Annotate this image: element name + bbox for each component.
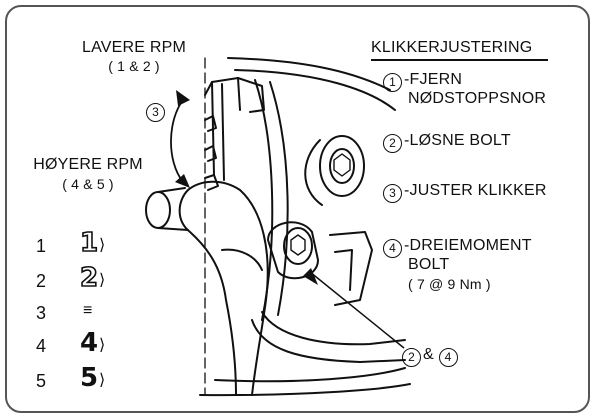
callout-separator: &: [423, 346, 434, 363]
position-number-2: 2: [36, 271, 47, 291]
title-underline: [371, 59, 548, 61]
adjust-reference-number: 3: [146, 103, 165, 122]
position-number-3: 3: [36, 303, 47, 323]
position-symbol-5: 5: [80, 363, 99, 393]
position-number-5: 5: [36, 371, 47, 391]
lower-rpm-settings: ( 1 & 2 ): [108, 58, 160, 74]
step-4-line1: -DREIEMOMENT: [404, 237, 532, 254]
step-1-line2: NØDSTOPPSNOR: [408, 90, 547, 107]
step-4-line3: ( 7 @ 9 Nm ): [408, 276, 491, 292]
step-4-number: 4: [383, 239, 402, 258]
callout-number-a: 2: [402, 348, 421, 367]
step-1: 1-FJERN: [383, 71, 462, 92]
position-symbol-3: ≡: [83, 302, 93, 319]
higher-rpm-settings: ( 4 & 5 ): [62, 176, 114, 192]
position-symbol-1: 1: [79, 227, 99, 259]
instructions-title: KLIKKERJUSTERING: [371, 39, 533, 56]
higher-rpm-label: HØYERE RPM: [33, 156, 143, 173]
callout-bolt: 2& 4: [402, 346, 460, 367]
step-2: 2-LØSNE BOLT: [383, 132, 511, 153]
callout-number-b: 4: [438, 348, 458, 367]
lower-rpm-label: LAVERE RPM: [82, 39, 186, 56]
position-number-1: 1: [36, 236, 47, 256]
step-1-number: 1: [383, 73, 402, 92]
adjust-reference: 3: [146, 101, 167, 122]
step-2-number: 2: [383, 134, 402, 153]
step-3: 3-JUSTER KLIKKER: [383, 182, 547, 203]
arrow-icon-1: ⟩: [99, 237, 106, 254]
position-symbol-4: 4: [80, 328, 99, 358]
arrow-icon-4: ⟩: [99, 337, 106, 354]
diagram-frame: [5, 5, 590, 413]
step-1-line1: -FJERN: [404, 71, 463, 88]
step-2-line1: -LØSNE BOLT: [404, 132, 511, 149]
step-3-number: 3: [383, 184, 402, 203]
position-number-4: 4: [36, 336, 47, 356]
arrow-icon-5: ⟩: [99, 372, 106, 389]
step-4: 4-DREIEMOMENT: [383, 237, 532, 258]
step-3-line1: -JUSTER KLIKKER: [404, 182, 547, 199]
step-4-line2: BOLT: [408, 256, 450, 273]
position-symbol-2: 2: [79, 262, 99, 294]
arrow-icon-2: ⟩: [99, 272, 106, 289]
